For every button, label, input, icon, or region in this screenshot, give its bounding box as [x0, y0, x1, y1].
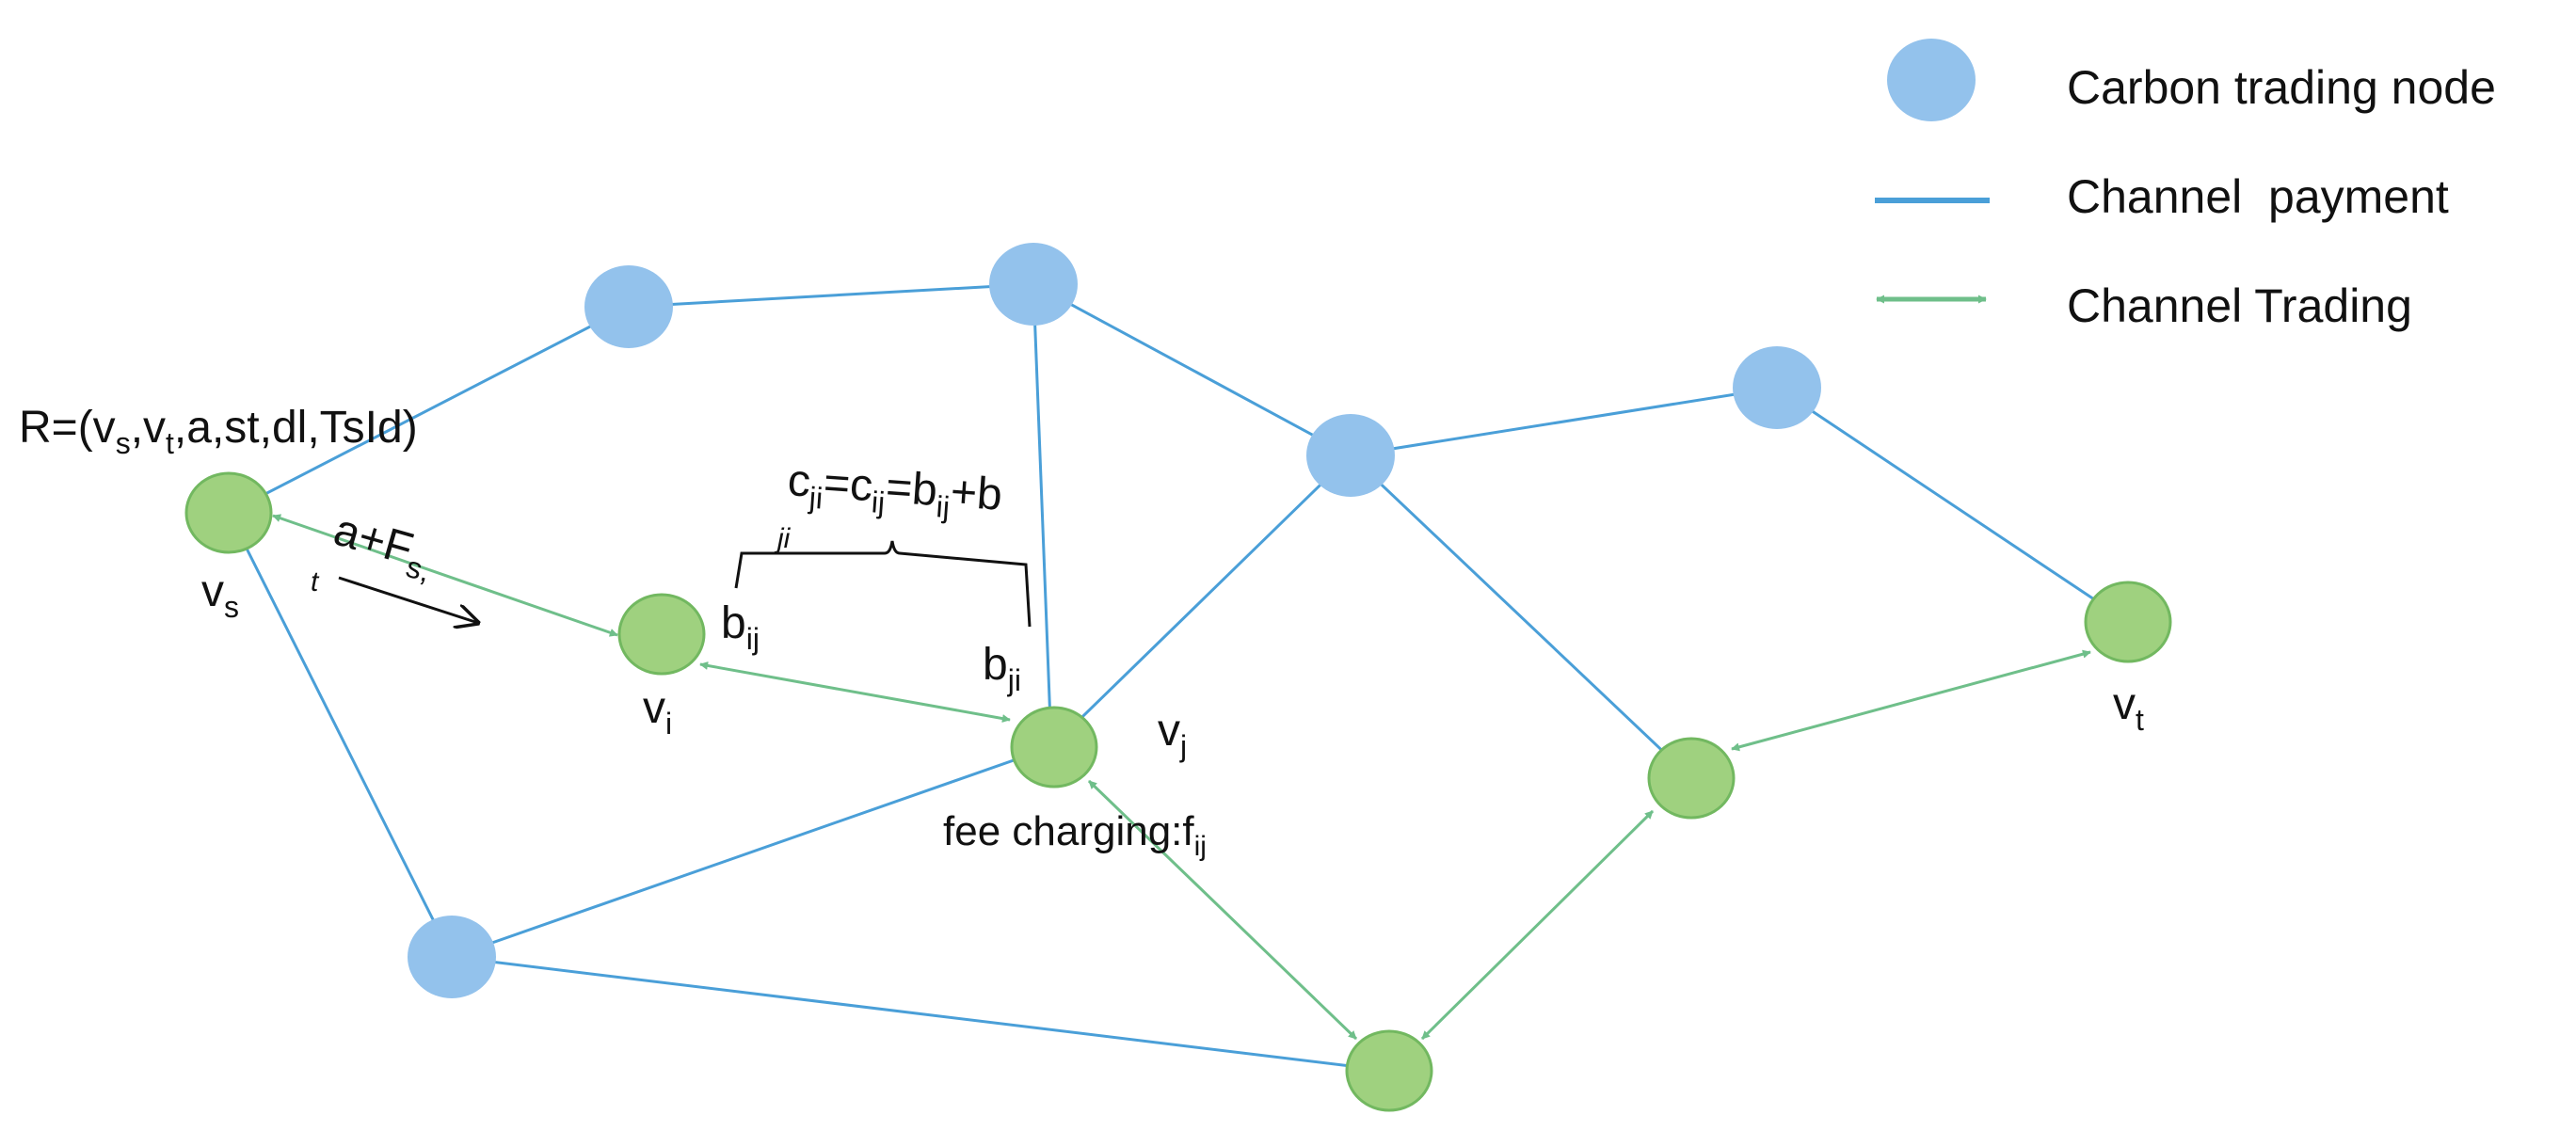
legend-node-swatch: [1887, 39, 1976, 121]
node-vt: [2084, 581, 2172, 663]
payment-channel: [1032, 283, 1053, 748]
capacity-brace: [734, 540, 1032, 628]
payment-channel: [227, 512, 454, 958]
node-vj: [1010, 706, 1098, 789]
trading-channel-vi-vj: [699, 661, 1011, 723]
capacity-equation: cji=cij=bij+b: [786, 455, 1004, 528]
vi-label: vi: [643, 683, 672, 741]
request-tuple-label: R=(vs,vt,a,st,dl,TsId): [19, 403, 418, 460]
node-bottom: [1345, 1029, 1433, 1112]
blue-node: [1733, 346, 1821, 429]
carbon-trading-nodes: [408, 243, 1821, 998]
legend-payment-label: Channel payment: [2067, 170, 2449, 223]
node-vi: [617, 593, 706, 676]
trading-nodes: [184, 471, 2172, 1112]
amount-time-label: t: [311, 566, 320, 597]
legend-node-label: Carbon trading node: [2067, 61, 2496, 114]
payment-channel: [1032, 282, 1352, 457]
blue-node: [1306, 414, 1395, 497]
legend: Carbon trading node Channel payment Chan…: [1875, 39, 2496, 332]
bji-label: bji: [983, 640, 1021, 697]
vj-label: vj: [1158, 706, 1187, 763]
payment-channel: [451, 955, 1390, 1073]
blue-node: [989, 243, 1078, 326]
brace-sub-label: ji: [774, 523, 792, 554]
payment-channel: [1349, 454, 1693, 780]
payment-channel: [1049, 454, 1352, 749]
trading-channel-vs-vi: [272, 514, 618, 637]
trading-channel-bottom-mid: [1420, 809, 1655, 1041]
node-vs: [184, 471, 273, 554]
amount-label: a+Fs,: [327, 505, 441, 589]
trading-channel-mid-vt: [1731, 649, 2091, 752]
payment-channel: [1350, 386, 1778, 457]
payment-channel: [1776, 386, 2129, 624]
payment-channel: [628, 282, 1034, 309]
direction-arrow: [338, 576, 478, 623]
payment-channel: [451, 745, 1052, 959]
payment-channels: [227, 282, 2129, 1073]
legend-trading-label: Channel Trading: [2067, 279, 2412, 332]
trading-channels: [272, 514, 2091, 1041]
fee-charging-label: fee charging:fij: [943, 808, 1207, 862]
node-mid: [1647, 737, 1736, 820]
bij-label: bij: [721, 598, 760, 656]
vs-label: vs: [201, 566, 239, 624]
blue-node: [408, 916, 496, 998]
vt-label: vt: [2113, 679, 2144, 737]
payment-channel: [228, 305, 630, 515]
blue-node: [584, 265, 673, 348]
trading-channel-vj-bottom: [1087, 779, 1358, 1041]
